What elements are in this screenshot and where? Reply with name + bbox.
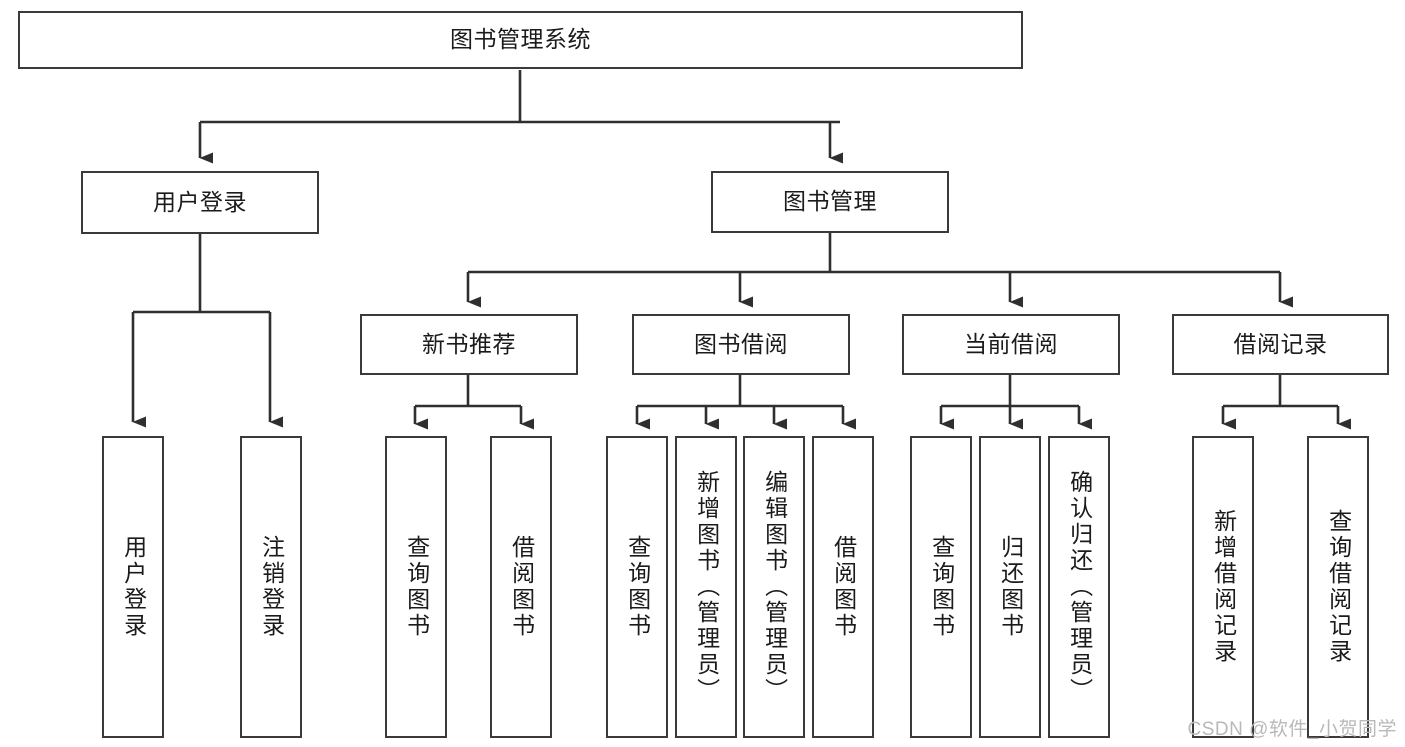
- node-leaf-query-book-3-label: 查询图书: [928, 535, 955, 639]
- node-borrow-record-label: 借阅记录: [1233, 330, 1328, 357]
- node-leaf-confirm-return-label: 确认归还（管理员）: [1066, 470, 1093, 704]
- node-leaf-query-book-1-label: 查询图书: [403, 535, 430, 639]
- node-leaf-user-login[interactable]: 用户登录: [102, 436, 164, 738]
- node-leaf-add-record[interactable]: 新增借阅记录: [1192, 436, 1254, 738]
- node-book-manage[interactable]: 图书管理: [711, 171, 949, 233]
- node-current-borrow-label: 当前借阅: [964, 330, 1058, 357]
- node-leaf-add-record-label: 新增借阅记录: [1210, 509, 1237, 665]
- node-root[interactable]: 图书管理系统: [18, 11, 1023, 69]
- node-book-borrow-label: 图书借阅: [694, 330, 788, 357]
- node-leaf-confirm-return[interactable]: 确认归还（管理员）: [1048, 436, 1110, 738]
- node-borrow-record[interactable]: 借阅记录: [1172, 314, 1389, 375]
- node-leaf-query-book-1[interactable]: 查询图书: [385, 436, 447, 738]
- node-new-book-rec-label: 新书推荐: [422, 330, 516, 357]
- node-user-login-label: 用户登录: [153, 188, 247, 215]
- node-leaf-edit-book[interactable]: 编辑图书（管理员）: [743, 436, 805, 738]
- node-leaf-query-record-label: 查询借阅记录: [1325, 509, 1352, 665]
- node-leaf-add-book-label: 新增图书（管理员）: [693, 470, 720, 704]
- node-leaf-borrow-book-1[interactable]: 借阅图书: [490, 436, 552, 738]
- node-leaf-borrow-book-2[interactable]: 借阅图书: [812, 436, 874, 738]
- node-leaf-add-book[interactable]: 新增图书（管理员）: [675, 436, 737, 738]
- node-leaf-borrow-book-1-label: 借阅图书: [508, 535, 535, 639]
- node-book-manage-label: 图书管理: [783, 188, 877, 215]
- node-leaf-query-book-2[interactable]: 查询图书: [606, 436, 668, 738]
- node-leaf-logout[interactable]: 注销登录: [240, 436, 302, 738]
- watermark-text: CSDN @软件_小贺同学: [1187, 719, 1397, 740]
- node-leaf-user-login-label: 用户登录: [120, 535, 147, 639]
- node-leaf-borrow-book-2-label: 借阅图书: [830, 535, 857, 639]
- node-leaf-edit-book-label: 编辑图书（管理员）: [761, 470, 788, 704]
- node-book-borrow[interactable]: 图书借阅: [632, 314, 850, 375]
- node-leaf-query-book-3[interactable]: 查询图书: [910, 436, 972, 738]
- node-leaf-query-book-2-label: 查询图书: [624, 535, 651, 639]
- node-leaf-return-book[interactable]: 归还图书: [979, 436, 1041, 738]
- node-leaf-query-record[interactable]: 查询借阅记录: [1307, 436, 1369, 738]
- node-new-book-rec[interactable]: 新书推荐: [360, 314, 578, 375]
- node-user-login[interactable]: 用户登录: [81, 171, 319, 234]
- node-leaf-logout-label: 注销登录: [258, 535, 285, 639]
- node-current-borrow[interactable]: 当前借阅: [902, 314, 1120, 375]
- node-leaf-return-book-label: 归还图书: [997, 535, 1024, 639]
- node-root-label: 图书管理系统: [450, 26, 591, 53]
